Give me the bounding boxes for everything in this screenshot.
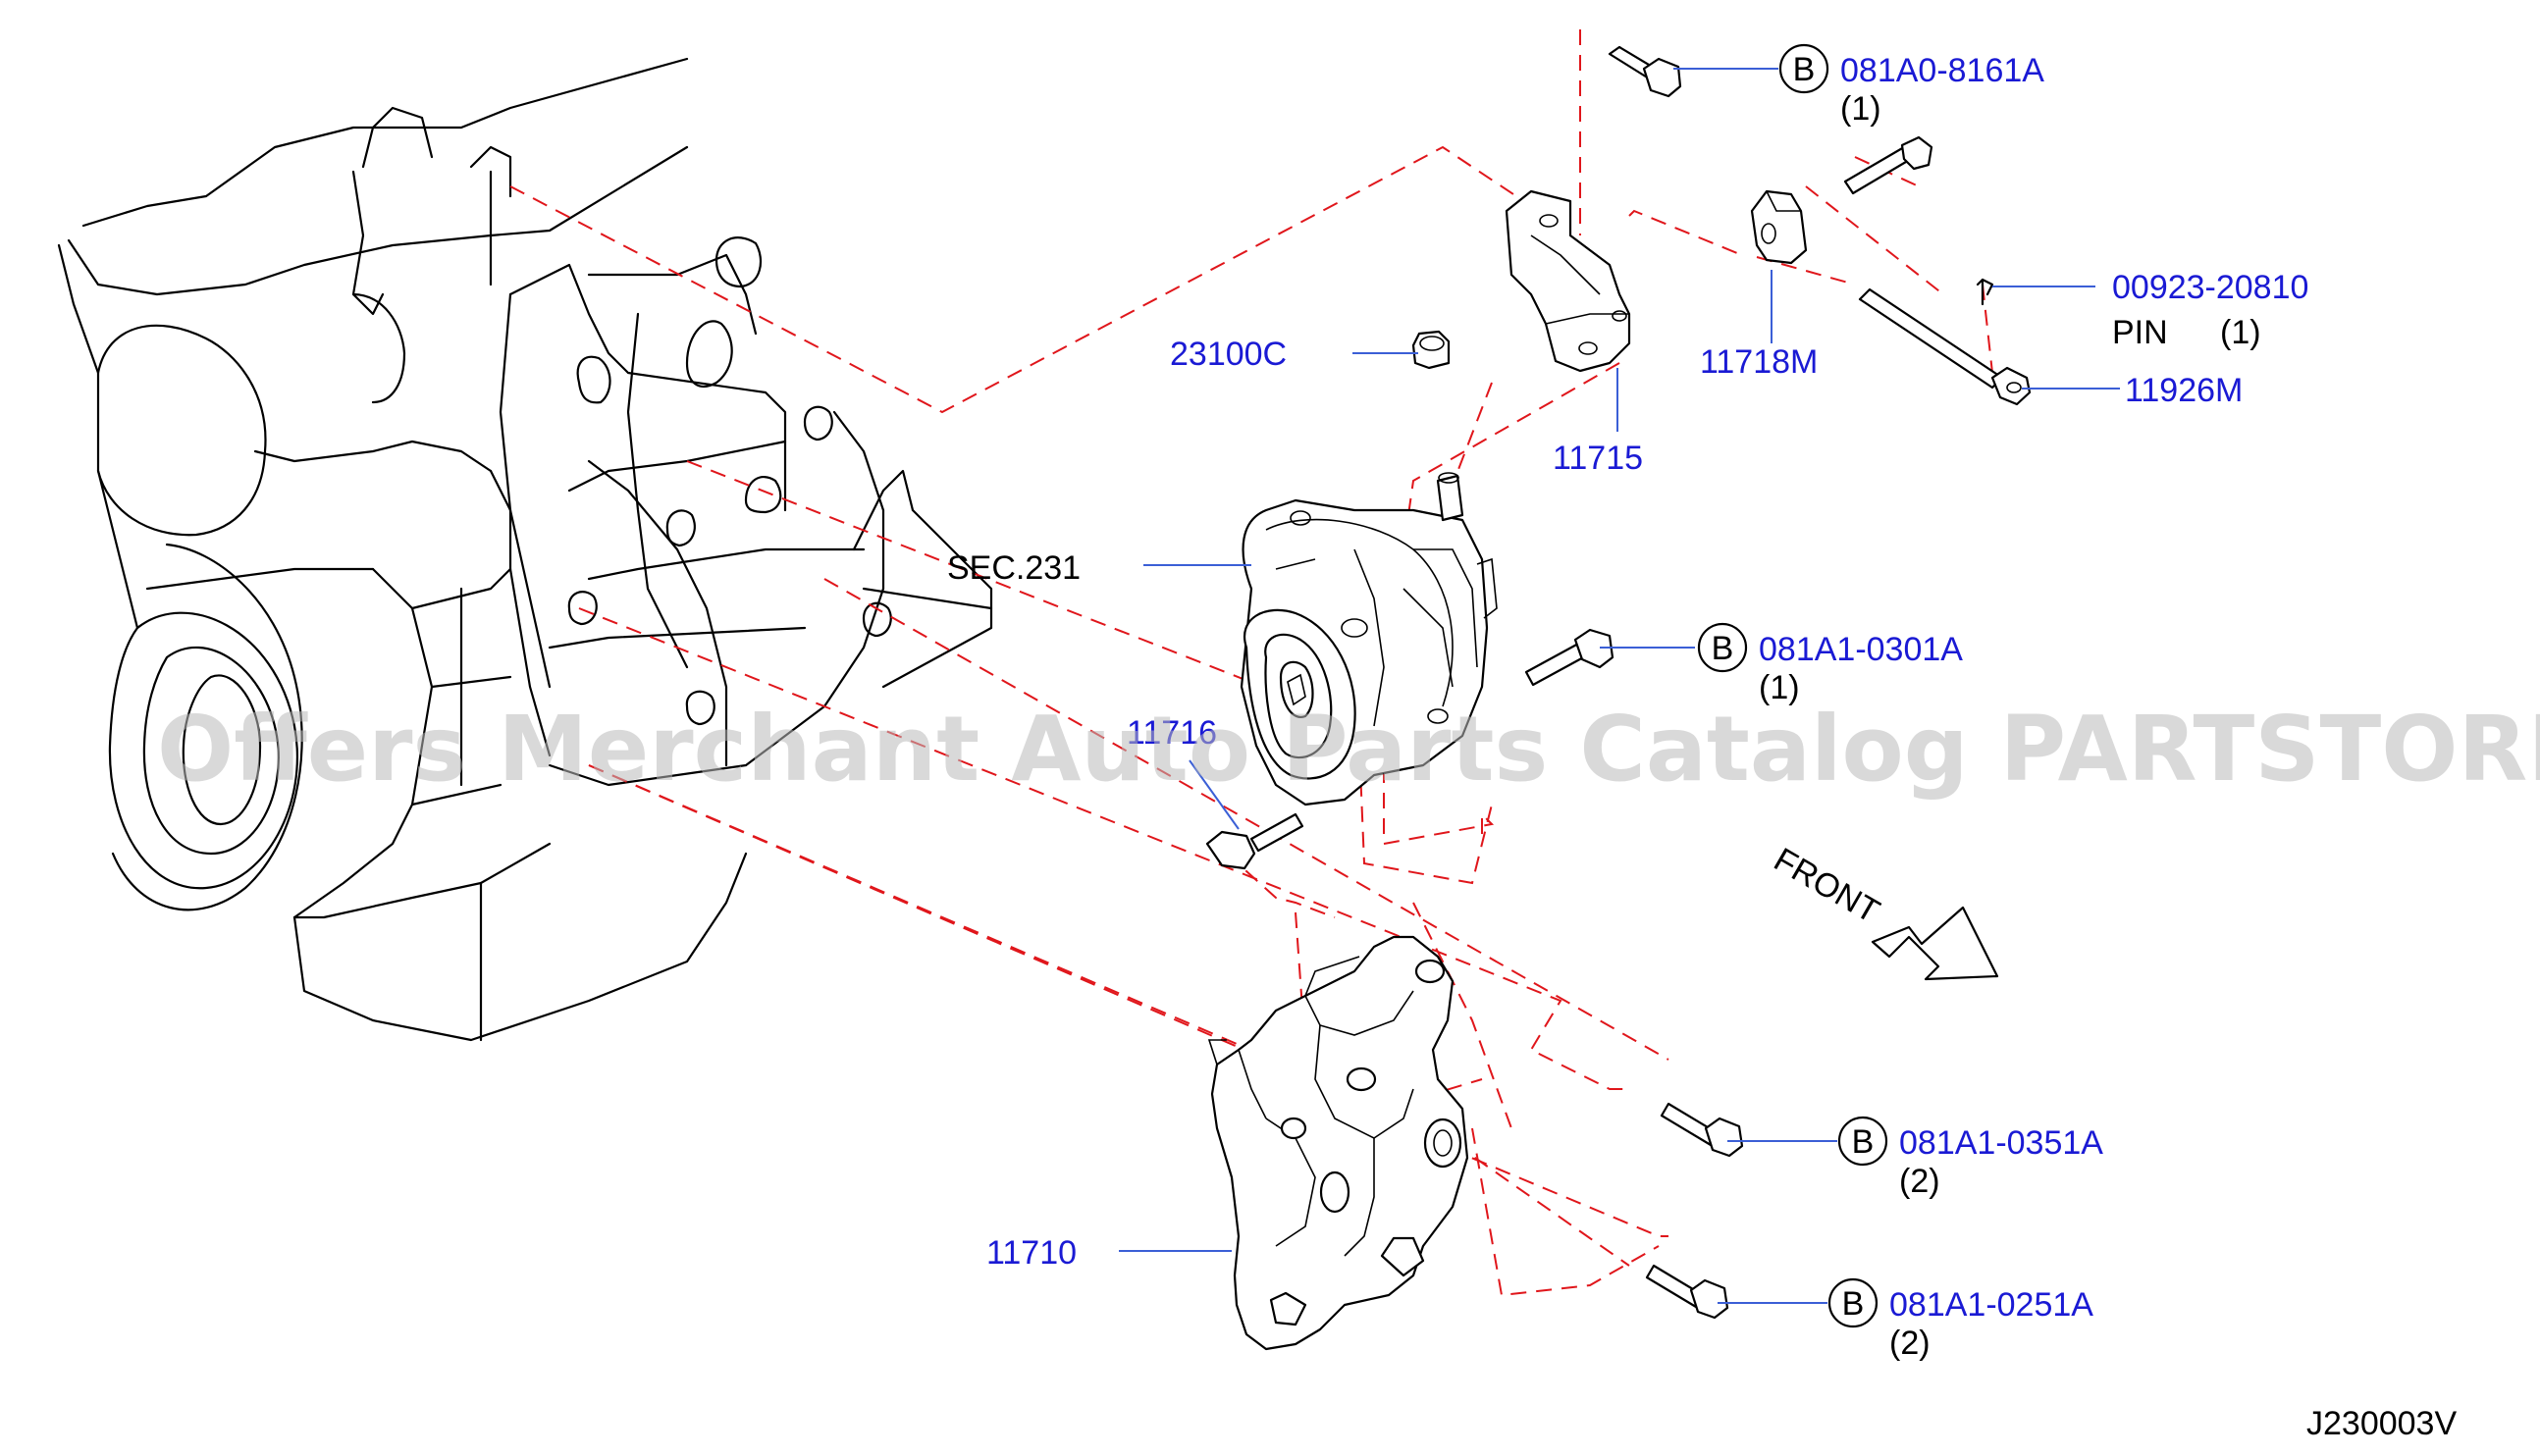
vacuum-pump-sec231 [1240, 472, 1498, 806]
engine-block [57, 57, 993, 1042]
bolt-badge [1827, 1277, 1879, 1328]
bolt-badge [1837, 1116, 1888, 1167]
bolt-081a0-8161a [1608, 45, 1682, 98]
bolt-badge-text: B [1842, 1285, 1865, 1323]
bolt-badge [1778, 43, 1829, 94]
callout-23100c[interactable]: 23100C [1170, 336, 1287, 373]
bolt-081a1-0351a [1660, 1102, 1744, 1158]
label-081a0-8161a: B 081A0-8161A (1) [1778, 43, 2044, 128]
arrow-icon [1871, 906, 1999, 981]
quantity: (1) [1840, 90, 1881, 128]
diagram-code: J230003V [2306, 1405, 2457, 1442]
leader-lines [1119, 68, 2120, 1304]
pin-name: PIN [2112, 314, 2168, 351]
callout-sec231[interactable]: SEC.231 [947, 549, 1081, 587]
callout-11716[interactable]: 11716 [1127, 714, 1217, 752]
front-direction: FRONT [1768, 841, 1999, 981]
bolt-badge-text: B [1852, 1123, 1875, 1161]
callout-11715[interactable]: 11715 [1553, 440, 1643, 477]
bolt-11716 [1205, 812, 1304, 870]
quantity: (2) [1899, 1163, 1940, 1200]
bracket-11710 [1207, 935, 1469, 1351]
callout-11718m[interactable]: 11718M [1700, 343, 1818, 381]
bracket-11715 [1505, 189, 1631, 373]
part-number[interactable]: 081A1-0301A [1759, 631, 1963, 668]
label-pin: 00923-20810 PIN (1) [2112, 269, 2308, 351]
callout-11710[interactable]: 11710 [986, 1234, 1077, 1272]
quantity: (1) [2220, 314, 2261, 351]
label-081a1-0351a: B 081A1-0351A (2) [1837, 1116, 2103, 1200]
bolt-11926m [1858, 287, 2032, 406]
part-number[interactable]: 081A0-8161A [1840, 52, 2044, 89]
part-number[interactable]: 081A1-0251A [1889, 1286, 2093, 1324]
part-number[interactable]: 081A1-0351A [1899, 1124, 2103, 1162]
part-number[interactable]: 00923-20810 [2112, 269, 2308, 306]
quantity: (2) [1889, 1325, 1931, 1362]
quantity: (1) [1759, 669, 1800, 706]
bolt-081a1-0301a [1524, 628, 1614, 687]
nut-23100c [1411, 330, 1451, 370]
bolt-badge-text: B [1712, 630, 1734, 667]
label-081a1-0301a: B 081A1-0301A (1) [1697, 622, 1963, 706]
bolt-badge-text: B [1793, 51, 1816, 88]
pin-00923 [1976, 278, 1994, 306]
front-label: FRONT [1768, 841, 1885, 930]
spacer-11718m [1750, 189, 1808, 265]
bolt-081a1-0251a [1645, 1264, 1729, 1320]
watermark: Offers Merchant Auto Parts Catalog PARTS… [157, 697, 2540, 802]
callout-11926m[interactable]: 11926M [2125, 372, 2243, 409]
bolt-badge [1697, 622, 1748, 673]
bolt-top-right [1843, 135, 1933, 195]
label-081a1-0251a: B 081A1-0251A (2) [1827, 1277, 2093, 1362]
